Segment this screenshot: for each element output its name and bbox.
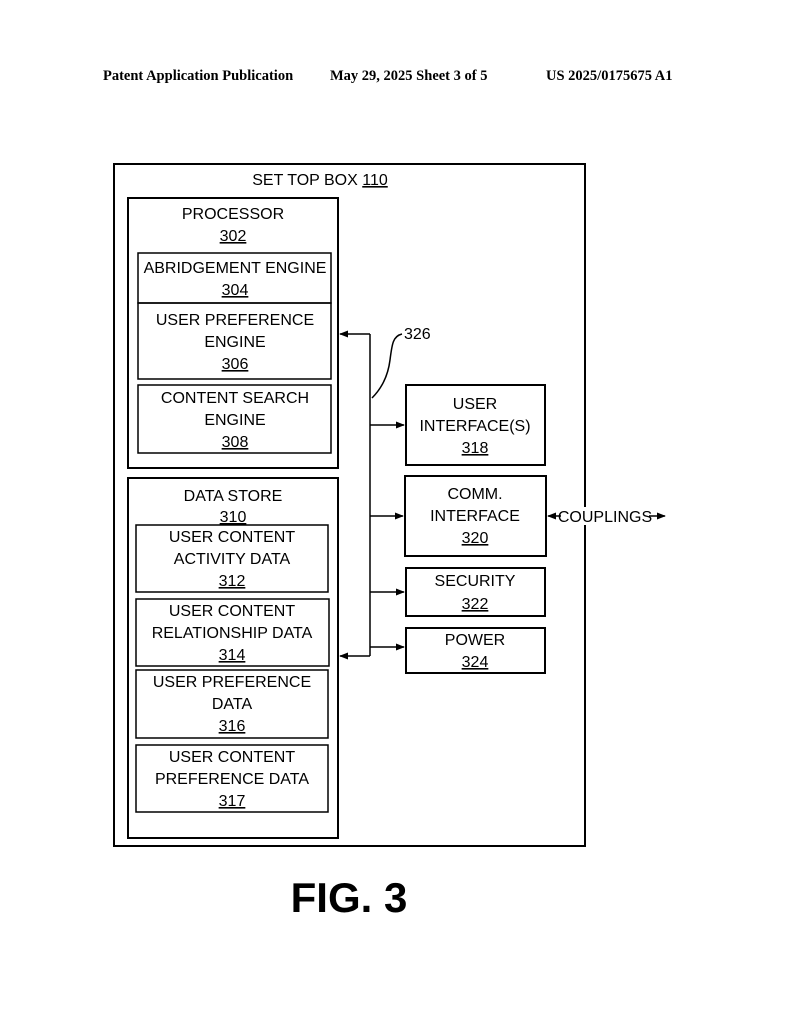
- content-preference-line1: USER CONTENT: [169, 749, 295, 766]
- page-header: Patent Application Publication May 29, 2…: [0, 68, 794, 88]
- user-interface-box: USER INTERFACE(S) 318: [405, 384, 546, 466]
- content-preference-line2: PREFERENCE DATA: [155, 771, 309, 788]
- user-preference-engine-box: USER PREFERENCE ENGINE 306: [137, 302, 332, 380]
- couplings-label: COUPLINGS: [558, 509, 652, 526]
- activity-line1: USER CONTENT: [169, 529, 295, 546]
- user-preference-engine-line1: USER PREFERENCE: [156, 312, 314, 329]
- power-ref: 324: [462, 654, 489, 671]
- activity-line2: ACTIVITY DATA: [174, 551, 291, 568]
- data-store-label: DATA STORE: [184, 488, 283, 505]
- security-box: SECURITY 322: [405, 567, 546, 617]
- processor-label: PROCESSOR: [182, 206, 284, 223]
- preference-data-ref: 316: [219, 718, 246, 735]
- user-content-preference-data-box: USER CONTENT PREFERENCE DATA 317: [135, 744, 329, 813]
- abridgement-engine-label: ABRIDGEMENT ENGINE: [144, 260, 327, 277]
- user-preference-engine-ref: 306: [222, 356, 249, 373]
- preference-data-line2: DATA: [212, 696, 253, 713]
- data-store-box: DATA STORE 310: [127, 477, 339, 839]
- relationship-line1: USER CONTENT: [169, 603, 295, 620]
- user-content-relationship-box: USER CONTENT RELATIONSHIP DATA 314: [135, 598, 330, 667]
- user-preference-engine-line2: ENGINE: [204, 334, 265, 351]
- preference-data-line1: USER PREFERENCE: [153, 674, 311, 691]
- security-ref: 322: [462, 596, 489, 613]
- security-label: SECURITY: [435, 573, 516, 590]
- relationship-ref: 314: [219, 647, 246, 664]
- content-search-engine-box: CONTENT SEARCH ENGINE 308: [137, 384, 332, 454]
- set-top-box-label: SET TOP BOX 110: [252, 172, 388, 189]
- publication-number: US 2025/0175675 A1: [546, 68, 673, 84]
- date-sheet: May 29, 2025 Sheet 3 of 5: [330, 68, 488, 84]
- abridgement-engine-box: ABRIDGEMENT ENGINE 304: [137, 252, 332, 304]
- abridgement-engine-ref: 304: [222, 282, 249, 299]
- user-interface-line2: INTERFACE(S): [419, 418, 530, 435]
- figure-number: FIG. 3: [291, 874, 408, 921]
- user-preference-data-box: USER PREFERENCE DATA 316: [135, 669, 329, 739]
- processor-ref: 302: [220, 228, 247, 245]
- content-preference-ref: 317: [219, 793, 246, 810]
- power-label: POWER: [445, 632, 505, 649]
- processor-box: PROCESSOR 302: [127, 197, 339, 469]
- bus-ref-label: 326: [404, 326, 431, 343]
- comm-interface-box: COMM. INTERFACE 320: [404, 475, 547, 557]
- bus-leader-line: [371, 333, 403, 399]
- publication-title: Patent Application Publication: [103, 68, 294, 84]
- content-search-engine-line1: CONTENT SEARCH: [161, 390, 309, 407]
- comm-interface-line2: INTERFACE: [430, 508, 520, 525]
- activity-ref: 312: [219, 573, 246, 590]
- comm-interface-line1: COMM.: [447, 486, 502, 503]
- set-top-box: SET TOP BOX 110: [113, 163, 586, 847]
- user-content-activity-box: USER CONTENT ACTIVITY DATA 312: [135, 524, 329, 593]
- couplings-label-bg: [561, 507, 649, 525]
- user-interface-ref: 318: [462, 440, 489, 457]
- comm-interface-ref: 320: [462, 530, 489, 547]
- content-search-engine-ref: 308: [222, 434, 249, 451]
- set-top-box-ref: 110: [362, 172, 388, 189]
- data-store-ref: 310: [220, 509, 247, 526]
- power-box: POWER 324: [405, 627, 546, 674]
- content-search-engine-line2: ENGINE: [204, 412, 265, 429]
- relationship-line2: RELATIONSHIP DATA: [152, 625, 313, 642]
- user-interface-line1: USER: [453, 396, 497, 413]
